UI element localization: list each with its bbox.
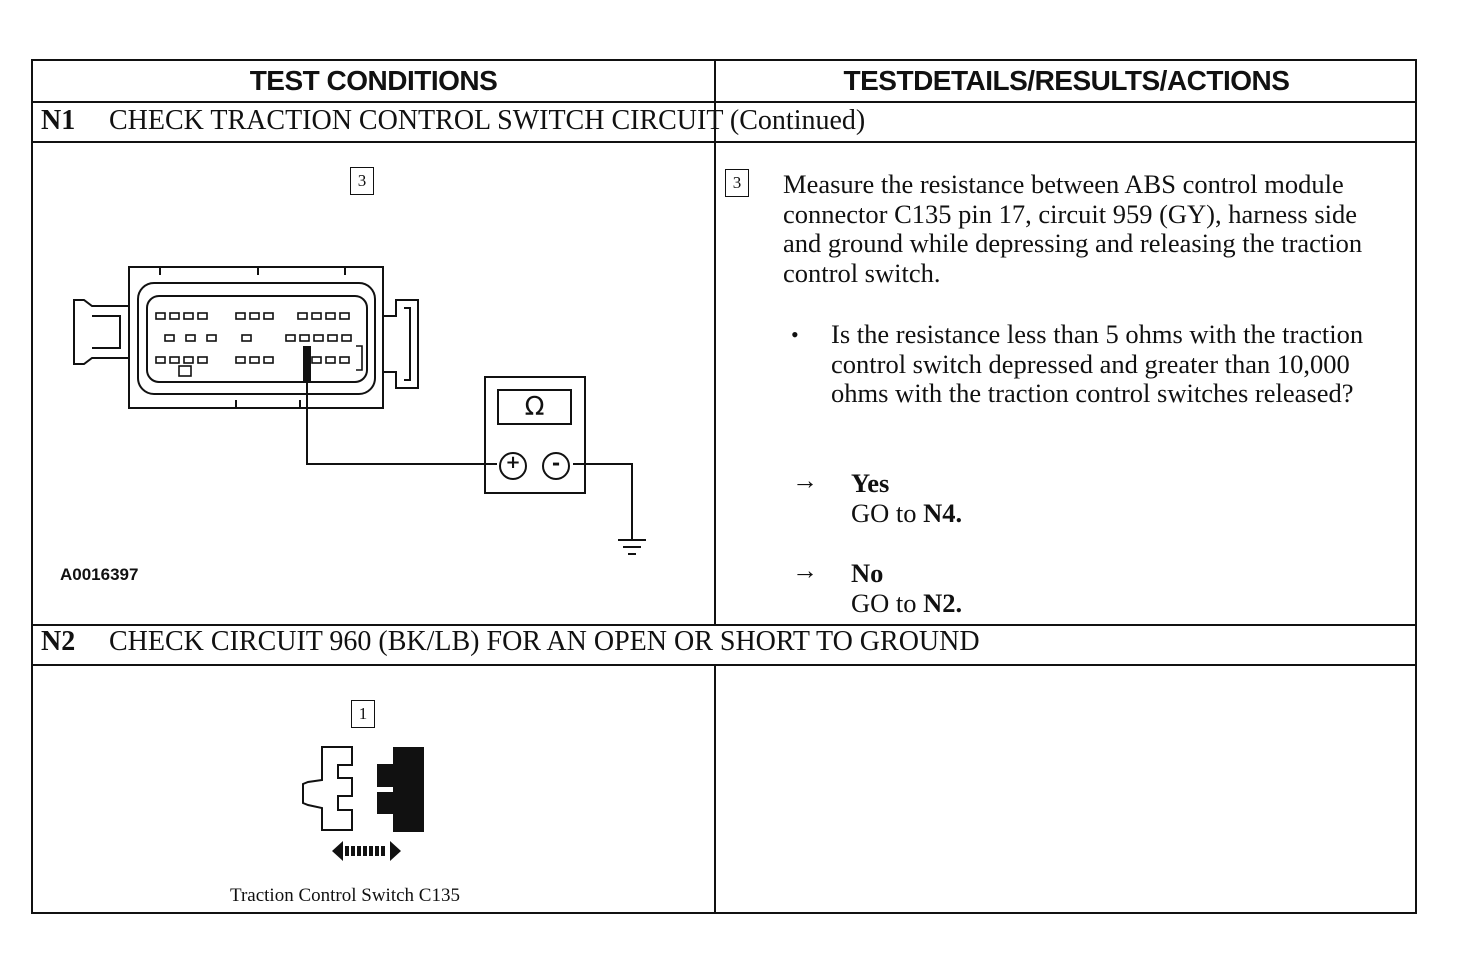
ohmmeter-display — [497, 389, 572, 425]
probe-wire-positive — [306, 362, 497, 465]
minus-label: - — [551, 451, 561, 475]
ohmmeter — [484, 376, 586, 494]
n2-title-top-divider — [33, 624, 1415, 626]
n2-title-divider — [33, 664, 1415, 666]
connector-inner-shell — [137, 282, 376, 395]
ohm-symbol: Ω — [524, 392, 545, 422]
arrow-yes-icon: → — [792, 466, 818, 495]
connector-left-latch — [73, 299, 129, 365]
arrow-no-icon: → — [792, 556, 818, 585]
plus-label: + — [505, 452, 521, 473]
n2-step-box: 1 — [351, 700, 375, 728]
connector-pins — [155, 312, 363, 377]
ohmmeter-negative-terminal — [542, 452, 570, 480]
yes-action-prefix: GO to — [851, 498, 924, 528]
yes-action-target: N4. — [923, 498, 963, 528]
n2-code: N2 — [41, 626, 76, 657]
ground-symbol — [618, 539, 646, 555]
no-label: No — [851, 558, 884, 588]
n1-section-title: N1 CHECK TRACTION CONTROL SWITCH CIRCUIT … — [41, 105, 865, 137]
column-divider-bottom — [714, 664, 716, 914]
n2-section-title: N2 CHECK CIRCUIT 960 (BK/LB) FOR AN OPEN … — [41, 626, 980, 658]
header-divider — [33, 101, 1415, 103]
arrow-right-icon — [390, 841, 401, 861]
connector-housing — [128, 266, 384, 409]
n1-step-box-left: 3 — [350, 167, 374, 195]
n1-instruction: Measure the resistance between ABS contr… — [783, 169, 1363, 288]
ohmmeter-positive-terminal — [499, 452, 527, 480]
yes-answer: Yes GO to N4. — [851, 468, 962, 528]
header-test-conditions: TEST CONDITIONS — [249, 65, 498, 96]
arrow-left-icon — [332, 841, 343, 861]
probe-tip — [303, 346, 311, 382]
switch-connector-figure — [302, 746, 424, 861]
n1-step-box-right: 3 — [725, 169, 749, 197]
n1-code: N1 — [41, 105, 76, 136]
bullet: • — [791, 322, 799, 347]
procedure-table: TEST CONDITIONS TESTDETAILS/RESULTS/ACTI… — [31, 59, 1417, 914]
yes-label: Yes — [851, 468, 890, 498]
switch-connector-half-left — [302, 746, 353, 831]
n1-question: Is the resistance less than 5 ohms with … — [831, 319, 1364, 408]
n1-figure-id: A0016397 — [60, 565, 139, 584]
no-action-target: N2. — [923, 588, 963, 618]
probe-wire-negative — [573, 463, 633, 540]
header-test-details: TESTDETAILS/RESULTS/ACTIONS — [843, 65, 1290, 96]
n2-figure-caption: Traction Control Switch C135 — [230, 885, 460, 906]
n1-title-divider — [33, 141, 1415, 143]
connector-pin-area — [146, 295, 368, 383]
no-action-prefix: GO to — [851, 588, 924, 618]
connector-right-latch — [383, 299, 419, 389]
switch-connector-half-right — [377, 747, 424, 832]
n1-title: CHECK TRACTION CONTROL SWITCH CIRCUIT (C… — [109, 105, 866, 136]
n2-title: CHECK CIRCUIT 960 (BK/LB) FOR AN OPEN OR… — [109, 626, 980, 657]
no-answer: No GO to N2. — [851, 558, 962, 618]
column-divider-top — [714, 61, 716, 625]
